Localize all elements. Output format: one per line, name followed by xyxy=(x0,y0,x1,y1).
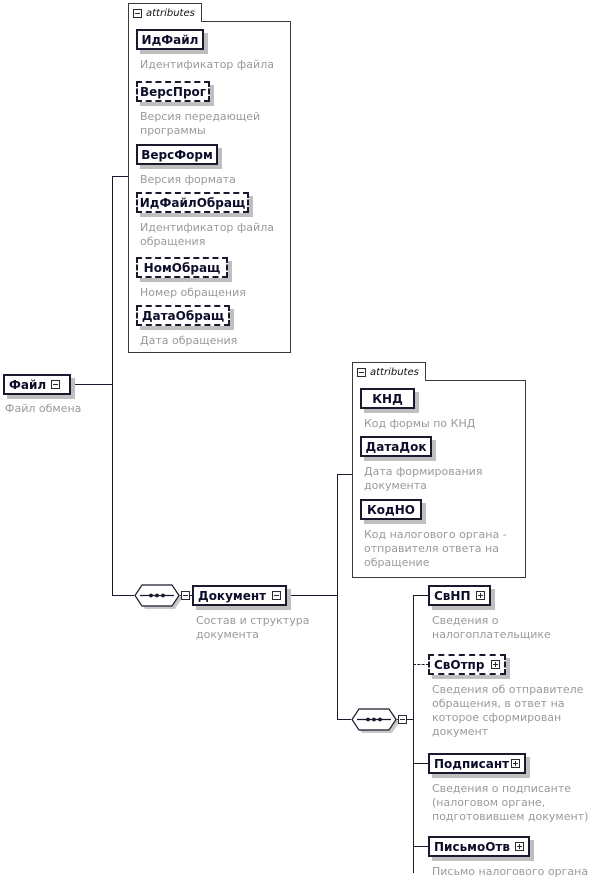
attribute-node-idfayl[interactable]: ИдФайл xyxy=(136,29,204,50)
minus-icon[interactable] xyxy=(272,591,281,600)
minus-icon[interactable] xyxy=(357,367,366,377)
element-label-svotpr: СвОтпр xyxy=(434,657,485,672)
attribute-node-kodno[interactable]: КодНО xyxy=(360,499,422,520)
element-node-podpisant[interactable]: Подписант xyxy=(428,753,526,774)
element-node-svotpr[interactable]: СвОтпр xyxy=(428,654,506,675)
attributes-panel-1: attributes xyxy=(128,3,291,353)
element-label-pismootv: ПисьмоОтв xyxy=(434,839,510,854)
element-label-svnp: СвНП xyxy=(434,588,471,603)
element-node-dokument[interactable]: Документ xyxy=(192,585,287,606)
attributes-tab-label: attributes xyxy=(146,7,195,19)
attribute-node-nomobrashch[interactable]: НомОбращ xyxy=(136,257,228,278)
connector-trunk2-to-sequence-2 xyxy=(337,719,351,720)
attribute-description-idfayl: Идентификатор файла xyxy=(140,58,274,71)
attribute-description-nomobrashch: Номер обращения xyxy=(140,286,246,299)
connector-dokument-to-trunk2 xyxy=(287,595,337,596)
trunk-vertical-right xyxy=(337,474,338,719)
attribute-description-datadok: Дата формирования документа xyxy=(364,465,483,492)
attribute-label-knd: КНД xyxy=(372,391,403,406)
attribute-node-versprog[interactable]: ВерсПрог xyxy=(136,81,210,102)
attribute-label-nomobrashch: НомОбращ xyxy=(143,260,221,275)
sequence-icon xyxy=(351,708,397,731)
element-description-podpisant: Сведения о подписанте (налоговом органе,… xyxy=(432,782,589,823)
element-label-podpisant: Подписант xyxy=(434,756,510,771)
attribute-description-knd: Код формы по КНД xyxy=(364,417,476,430)
attributes-panel-2-header[interactable]: attributes xyxy=(352,362,426,381)
connector-file-to-trunk xyxy=(72,384,112,385)
child-bus-vertical xyxy=(413,595,414,873)
element-node-pismootv[interactable]: ПисьмоОтв xyxy=(428,836,530,857)
minus-icon[interactable] xyxy=(181,591,190,600)
attribute-description-kodno: Код налогового органа - отправителя отве… xyxy=(364,528,507,569)
plus-icon[interactable] xyxy=(511,759,520,768)
attribute-node-idfaylobrashch[interactable]: ИдФайлОбращ xyxy=(136,192,249,213)
plus-icon[interactable] xyxy=(476,591,485,600)
attributes-panel-2-body xyxy=(352,380,526,578)
attribute-description-dataobrashch: Дата обращения xyxy=(140,334,238,347)
element-description-svnp: Сведения о налогоплательщике xyxy=(432,614,551,641)
plus-icon[interactable] xyxy=(491,660,500,669)
attribute-description-versform: Версия формата xyxy=(140,173,236,186)
minus-icon[interactable] xyxy=(133,8,142,18)
connector-bus-to-svotpr xyxy=(413,664,429,665)
connector-bus-to-pismootv xyxy=(413,846,429,847)
attribute-label-kodno: КодНО xyxy=(367,502,415,517)
minus-icon[interactable] xyxy=(398,715,407,724)
attributes-tab-label: attributes xyxy=(370,366,419,378)
connector-trunk-to-attributes-1 xyxy=(112,176,130,177)
attributes-panel-1-body xyxy=(128,21,291,353)
element-label-dokument: Документ xyxy=(198,588,267,603)
attribute-node-knd[interactable]: КНД xyxy=(360,388,415,409)
sequence-connector-1[interactable] xyxy=(134,584,182,609)
connector-trunk2-to-attributes-2 xyxy=(337,474,355,475)
connector-bus-to-svnp xyxy=(413,595,429,596)
element-description-svotpr: Сведения об отправителе обращения, в отв… xyxy=(432,683,584,738)
element-node-svnp[interactable]: СвНП xyxy=(428,585,491,606)
trunk-vertical-left xyxy=(112,176,113,595)
attribute-label-idfayl: ИдФайл xyxy=(141,32,199,47)
connector-bus-to-podpisant xyxy=(413,763,429,764)
connector-trunk-to-sequence-1 xyxy=(112,595,134,596)
attribute-node-versform[interactable]: ВерсФорм xyxy=(136,144,218,165)
attributes-panel-1-header[interactable]: attributes xyxy=(128,3,202,22)
attribute-description-idfaylobrashch: Идентификатор файла обращения xyxy=(140,221,274,248)
attribute-node-dataobrashch[interactable]: ДатаОбращ xyxy=(136,305,230,326)
attribute-label-idfaylobrashch: ИдФайлОбращ xyxy=(139,195,246,210)
attributes-panel-2: attributes xyxy=(352,362,526,578)
attribute-label-datadok: ДатаДок xyxy=(365,439,427,454)
plus-icon[interactable] xyxy=(515,842,524,851)
attribute-label-versform: ВерсФорм xyxy=(141,147,213,162)
attribute-node-datadok[interactable]: ДатаДок xyxy=(360,436,432,457)
element-description-dokument: Состав и структура документа xyxy=(196,614,310,641)
attribute-label-dataobrashch: ДатаОбращ xyxy=(141,308,225,323)
element-label-file: Файл xyxy=(9,377,47,392)
element-description-pismootv: Письмо налогового органа xyxy=(432,865,589,878)
element-node-file[interactable]: Файл xyxy=(3,374,71,395)
attribute-description-versprog: Версия передающей программы xyxy=(140,110,261,137)
minus-icon[interactable] xyxy=(51,380,61,389)
sequence-icon xyxy=(134,584,180,607)
sequence-connector-2[interactable] xyxy=(351,708,399,733)
element-description-file: Файл обмена xyxy=(5,402,82,415)
attribute-label-versprog: ВерсПрог xyxy=(139,84,207,99)
